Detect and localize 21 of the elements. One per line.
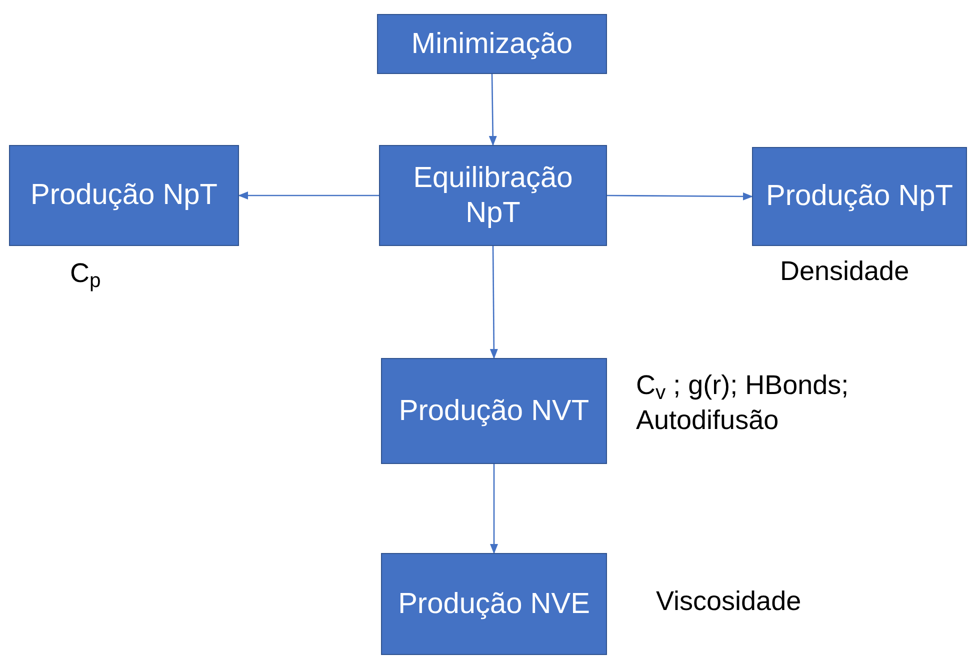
process-box [377,14,607,74]
node-caption: Densidade [780,255,910,288]
box-label: Produção NVE [398,586,590,622]
box-label: Produção NVT [398,394,590,428]
process-box [381,358,607,464]
process-box [752,147,967,246]
box-label: Minimização [411,26,573,62]
box-label: Produção NpT [766,179,953,214]
node-caption: Viscosidade [656,585,802,618]
node-caption: C$_{p}$ [70,257,102,292]
arrow [490,464,498,554]
arrow [607,192,753,200]
arrow [490,246,498,359]
process-box [381,553,607,655]
arrow [488,74,497,146]
process-box [379,145,607,246]
arrow [238,192,379,200]
process-box [9,145,239,246]
box-label: Equilibração NpT [412,160,574,230]
node-caption: C$_{v}$ ; g(r); HBonds; Autodifusão [636,369,850,438]
box-label: Produção NpT [30,178,218,213]
